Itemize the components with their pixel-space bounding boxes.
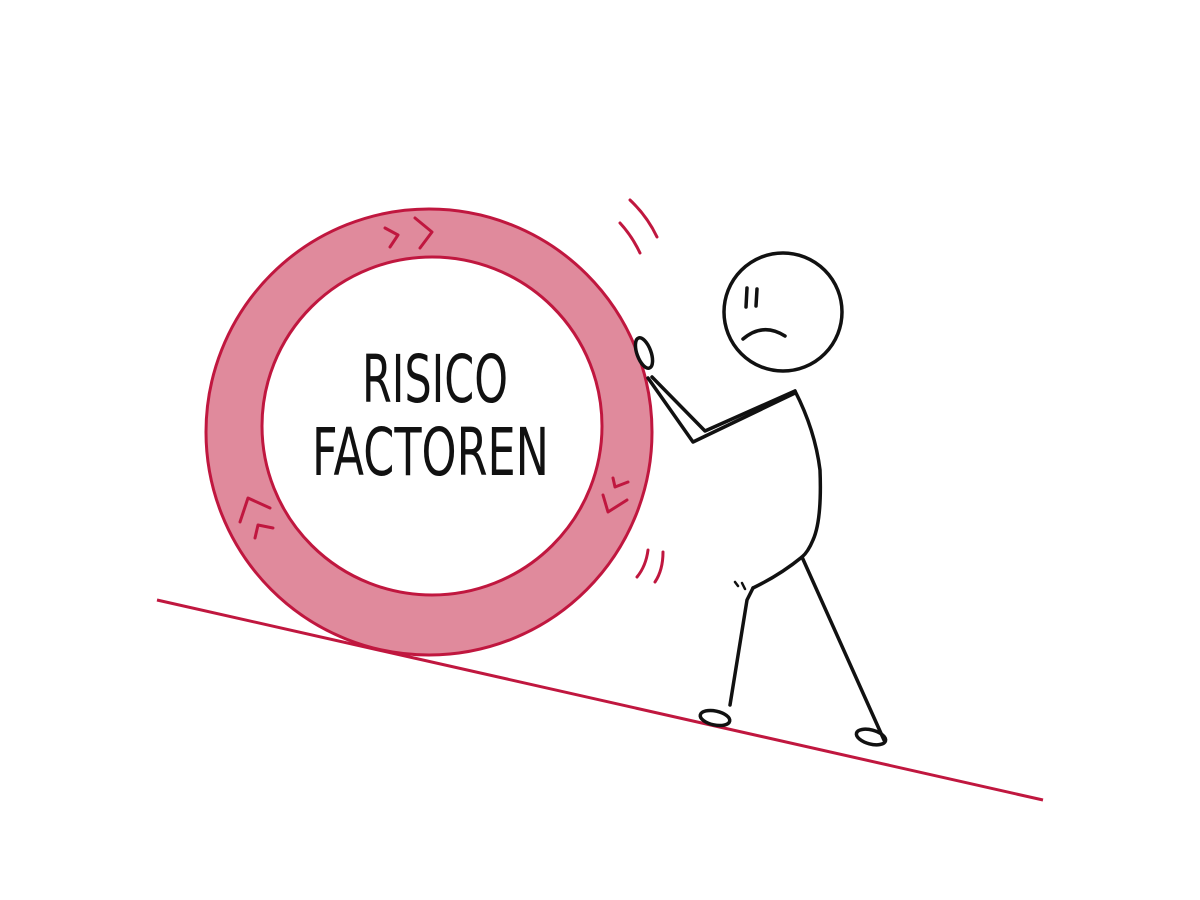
knee-mark [733, 580, 740, 588]
head [722, 251, 844, 373]
eye [754, 287, 759, 308]
ground-slope-line [156, 598, 1044, 802]
hand [633, 336, 655, 370]
chevron-right-icon [413, 216, 434, 250]
motion-lines [618, 198, 665, 584]
chevron-down-right-icon [601, 493, 629, 514]
stick-figure [633, 251, 888, 747]
motion-line [635, 548, 650, 579]
chevron-down-right-icon [611, 476, 630, 489]
frown-mouth [741, 328, 787, 341]
back-foot [698, 708, 732, 728]
wheel-ring [204, 207, 654, 657]
front-foot [854, 727, 888, 747]
arm [650, 375, 797, 433]
risk-factors-wheel: RISICO FACTOREN [204, 207, 654, 657]
front-leg [800, 555, 886, 742]
wheel-label-line2: FACTOREN [312, 414, 549, 491]
knee-mark [740, 581, 747, 591]
motion-line [618, 221, 642, 255]
chevron-up-left-icon [253, 523, 275, 540]
motion-line [653, 550, 665, 584]
chevron-right-icon [383, 226, 400, 249]
body [751, 389, 823, 590]
wheel-label-line1: RISICO [362, 341, 508, 418]
back-leg [728, 586, 755, 707]
chevron-up-left-icon [238, 496, 272, 524]
arm [646, 376, 797, 444]
motion-line [628, 198, 659, 239]
eye [744, 286, 749, 309]
